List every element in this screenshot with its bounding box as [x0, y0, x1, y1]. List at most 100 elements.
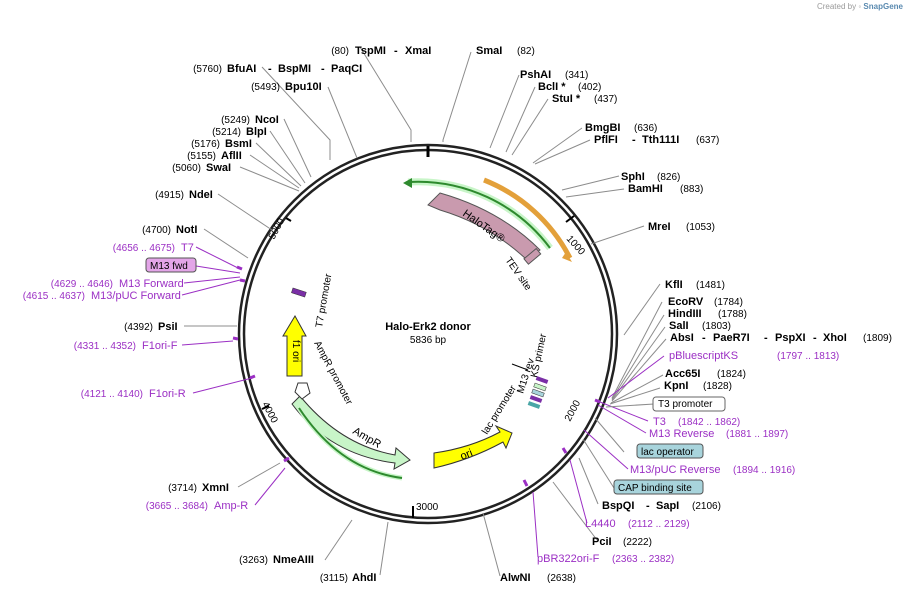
paer7i-label: PaeR7I — [713, 332, 750, 344]
swai-pos: (5060) — [172, 163, 201, 174]
bfuai-label: BfuAI — [227, 63, 256, 75]
green-band — [407, 180, 551, 249]
ncoi-label: NcoI — [255, 114, 279, 126]
f1-ori-arrow — [282, 314, 307, 377]
credit-brand: SnapGene — [863, 2, 903, 11]
pbr322ori-f-pos: (2363 .. 2382) — [612, 554, 674, 565]
blpi-pos: (5214) — [212, 127, 241, 138]
noti-label: NotI — [176, 224, 197, 236]
swai-label: SwaI — [206, 162, 231, 174]
bmgbi-label: BmgBI — [585, 122, 620, 134]
ecorv-label: EcoRV — [668, 296, 704, 308]
bspmi-label: BspMI — [278, 63, 311, 75]
xmni-pos: (3714) — [168, 483, 197, 494]
primer-leaders — [181, 246, 665, 558]
cap-binding-site-box — [613, 479, 704, 495]
smai-label: SmaI — [476, 45, 502, 57]
mrei-pos: (1053) — [686, 222, 715, 233]
paqci-label: PaqCI — [331, 63, 362, 75]
paer7i-dash: - — [702, 332, 706, 344]
ndei-pos: (4915) — [155, 190, 184, 201]
bcli-pos: (402) — [578, 82, 601, 93]
smai-pos: (82) — [517, 46, 535, 57]
ncoi-pos: (5249) — [221, 115, 250, 126]
cap-binding-site-label: CAP binding site — [618, 483, 692, 494]
alwni-label: AlwNI — [500, 572, 531, 584]
pshai-pos: (341) — [565, 70, 588, 81]
m13-reverse-pos: (1881 .. 1897) — [726, 429, 788, 440]
tick-mark-5000 — [285, 217, 292, 222]
snapgene-icon: ◦ — [858, 2, 862, 11]
amp-r-pos: (3665 .. 3684) — [146, 501, 208, 512]
tick-label-3000: 3000 — [416, 502, 439, 513]
alwni-pos: (2638) — [547, 573, 576, 584]
sali-pos: (1803) — [702, 321, 731, 332]
t7-promoter-label: T7 promoter — [314, 272, 334, 328]
bspmi-dash: - — [268, 63, 272, 75]
aflii-label: AflII — [221, 150, 242, 162]
nmeaiii-pos: (3263) — [239, 555, 268, 566]
sali-label: SalI — [669, 320, 689, 332]
sphi-pos: (826) — [657, 172, 680, 183]
orange-band — [483, 177, 573, 260]
tick-mark-1000 — [565, 215, 575, 223]
noti-pos: (4700) — [142, 225, 171, 236]
psii-label: PsiI — [158, 321, 178, 333]
ampr-promoter-label: AmpR promoter — [311, 339, 354, 407]
hindiii-pos: (1788) — [718, 309, 747, 320]
orange-band-arrow — [562, 252, 572, 262]
m13-puc-reverse-label: M13/pUC Reverse — [630, 464, 720, 476]
xhoi-pos: (1809) — [863, 333, 892, 344]
tick-mark-4000 — [261, 405, 270, 410]
bsmi-pos: (5176) — [191, 139, 220, 150]
kpni-label: KpnI — [664, 380, 688, 392]
kfli-pos: (1481) — [696, 280, 725, 291]
xmai-label: XmaI — [405, 45, 431, 57]
f1ori-f-pos: (4331 .. 4352) — [74, 341, 136, 352]
mrei-label: MreI — [648, 221, 671, 233]
l4440-label: L4440 — [585, 518, 616, 530]
paqci-dash: - — [321, 63, 325, 75]
nmeaiii-label: NmeAIII — [273, 554, 314, 566]
ndei-label: NdeI — [189, 189, 213, 201]
bcli-label: BclI * — [538, 81, 566, 93]
m13-puc-reverse-pos: (1894 .. 1916) — [733, 465, 795, 476]
sapi-dash: - — [646, 500, 650, 512]
primer-marks — [232, 265, 601, 487]
bpu10i-pos: (5493) — [251, 82, 280, 93]
f1ori-r-label: F1ori-R — [149, 388, 186, 400]
t3-primer-pos: (1842 .. 1862) — [678, 417, 740, 428]
acc65i-label: Acc65I — [665, 368, 700, 380]
t7-primer-label: T7 — [181, 242, 194, 254]
bamhi-label: BamHI — [628, 183, 663, 195]
m13-forward-pos: (4629 .. 4646) — [51, 279, 113, 290]
t3-primer-label: T3 — [653, 416, 666, 428]
stui-pos: (437) — [594, 94, 617, 105]
feature-leaders — [582, 403, 655, 489]
kfli-label: KflI — [665, 279, 683, 291]
f1ori-r-pos: (4121 .. 4140) — [81, 389, 143, 400]
pspxi-dash: - — [764, 332, 768, 344]
bfuai-pos: (5760) — [193, 64, 222, 75]
ahdi-label: AhdI — [352, 572, 376, 584]
aflii-pos: (5155) — [187, 151, 216, 162]
f1ori-f-label: F1ori-F — [142, 340, 178, 352]
t7-primer-pos: (4656 .. 4675) — [113, 243, 175, 254]
pspxi-label: PspXI — [775, 332, 806, 344]
pbr322ori-f-label: pBR322ori-F — [537, 553, 600, 565]
ampr-promoter-arrow — [294, 382, 311, 400]
m13-puc-forward-label: M13/pUC Forward — [91, 290, 181, 302]
plasmid-size: 5836 bp — [410, 335, 447, 346]
xhoi-dash: - — [813, 332, 817, 344]
credit-prefix: Created by — [816, 2, 857, 11]
sapi-pos: (2106) — [692, 501, 721, 512]
bspqi-label: BspQI — [602, 500, 634, 512]
tth111i-label: Tth111I — [642, 134, 679, 146]
t3-promoter-box — [652, 396, 726, 412]
bmgbi-pos: (636) — [634, 123, 657, 134]
lac-operator-label: lac operator — [641, 447, 694, 458]
stui-label: StuI * — [552, 93, 581, 105]
kpni-pos: (1828) — [703, 381, 732, 392]
pbluescriptks-label: pBluescriptKS — [669, 350, 738, 362]
tth111i-dash: - — [632, 134, 636, 146]
